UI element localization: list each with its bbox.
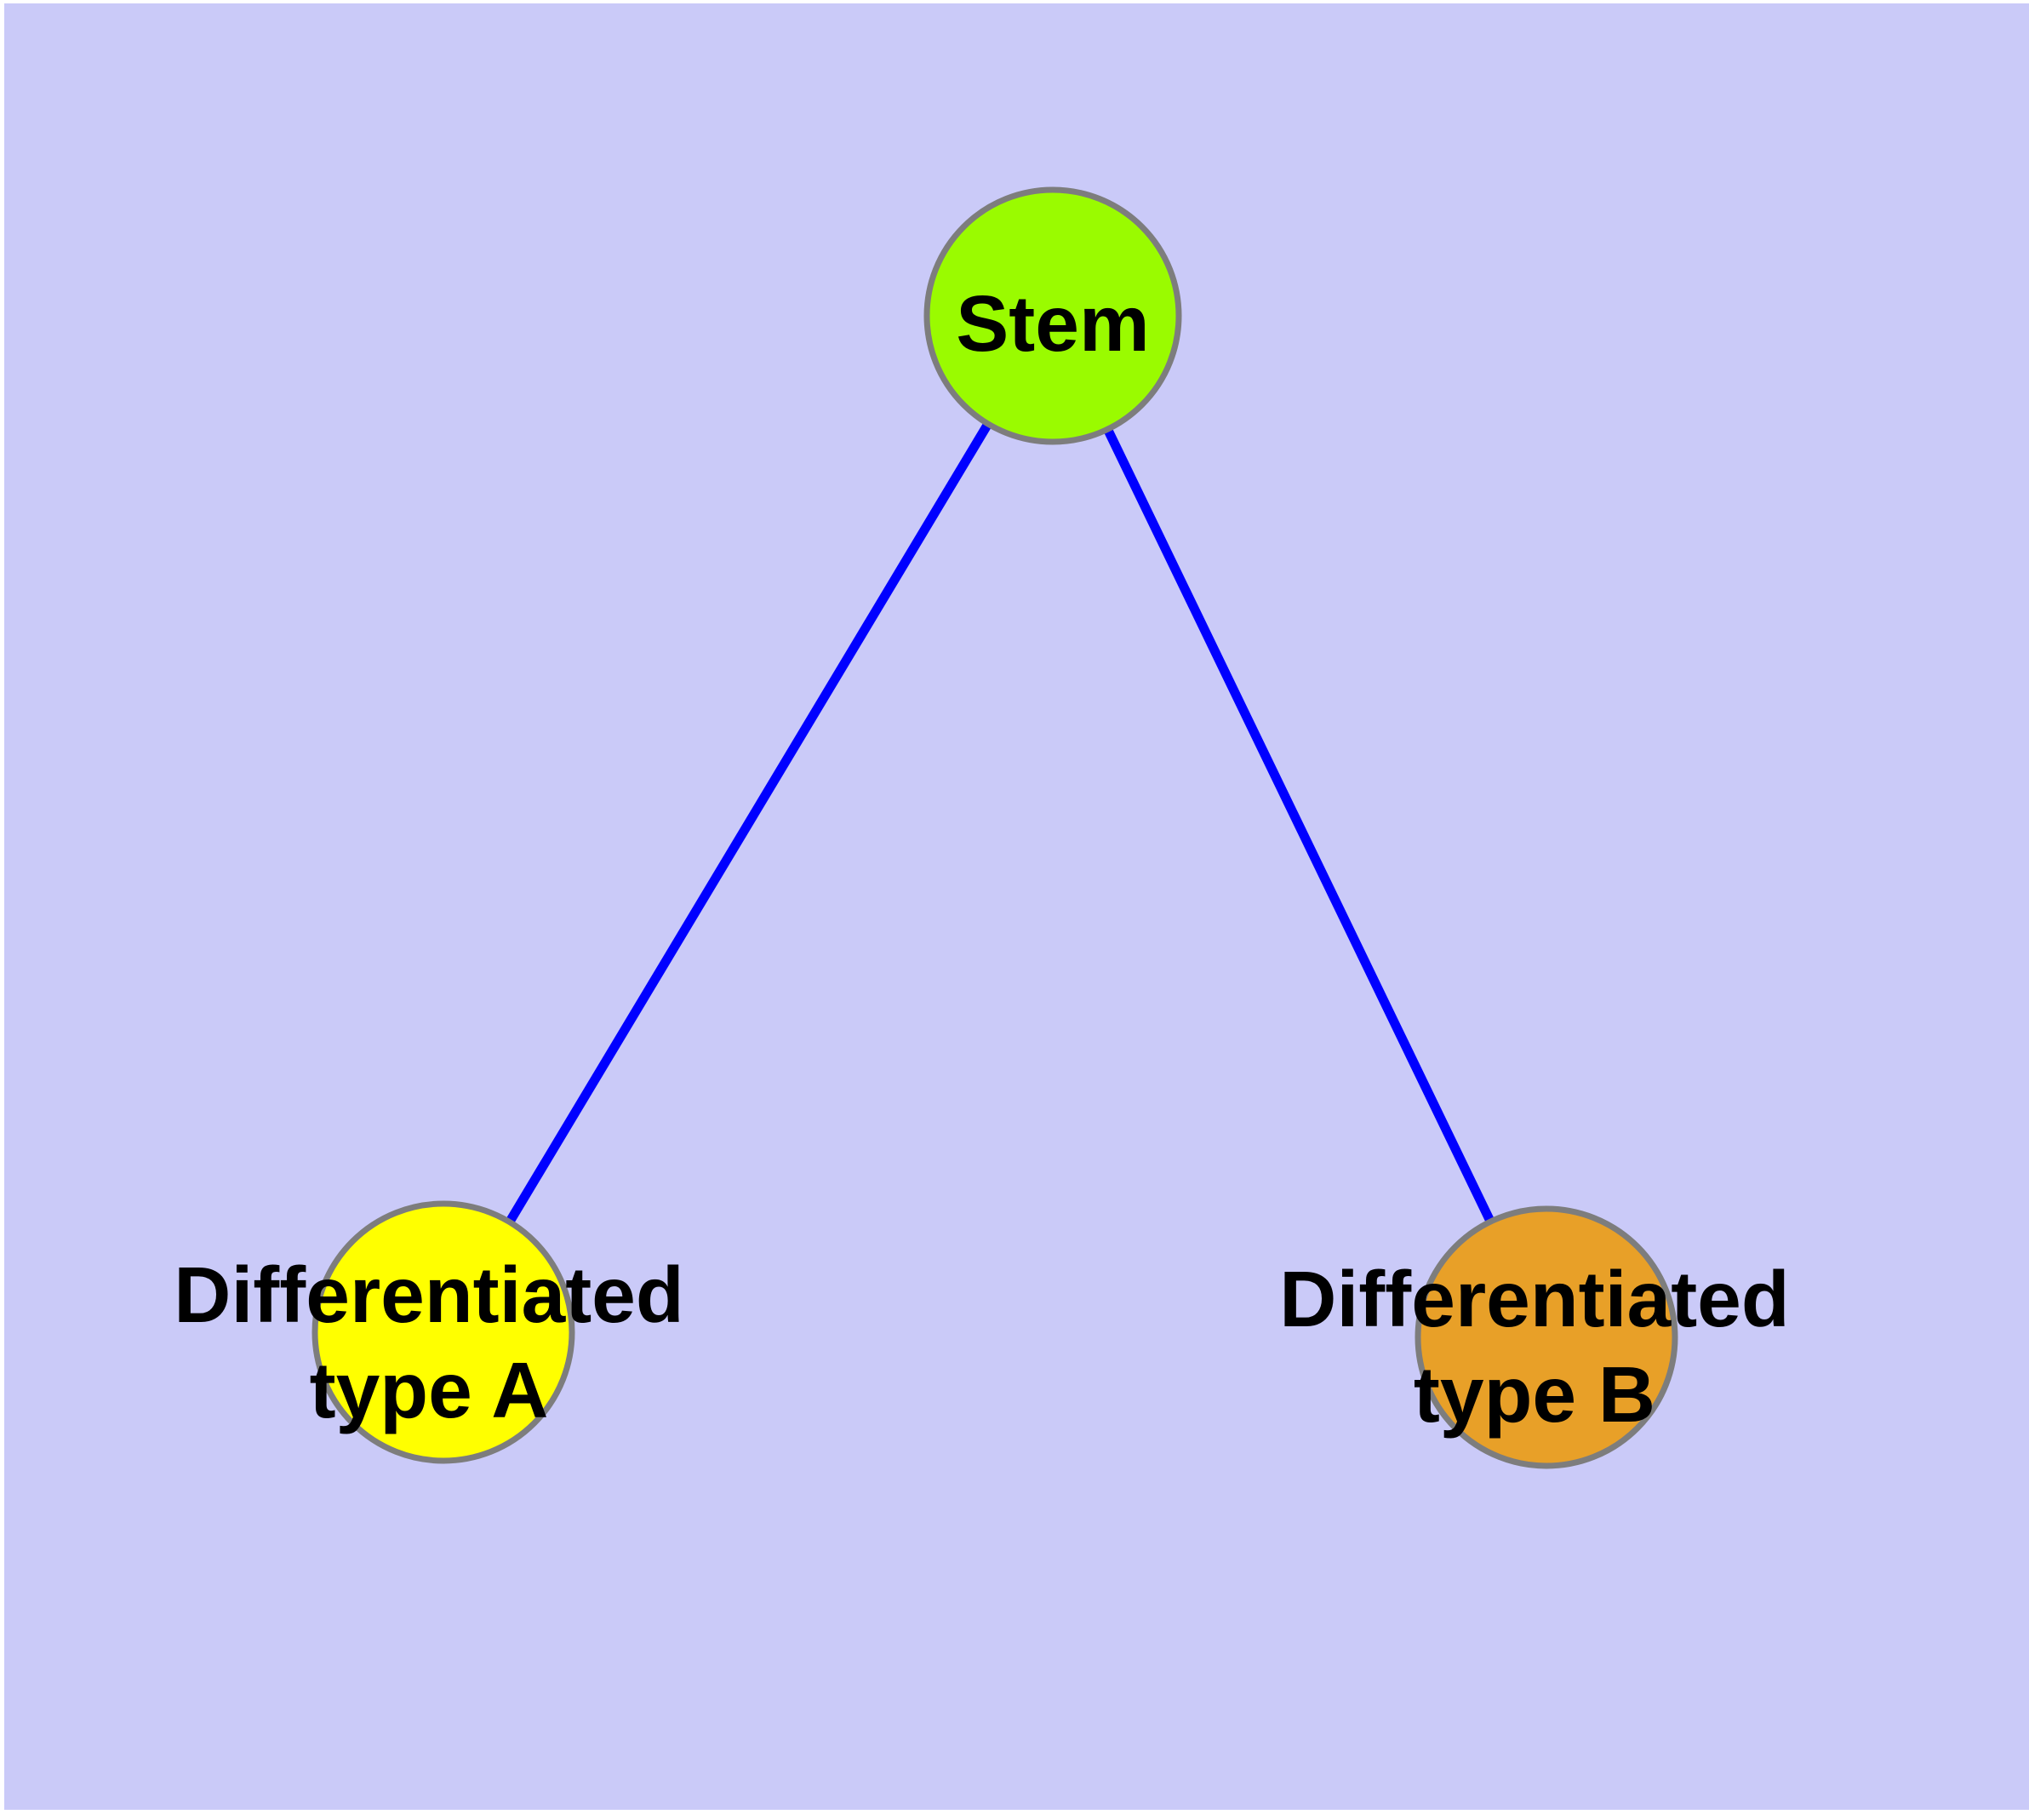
edges [439, 313, 1551, 1340]
node-type-a-label-line-2: type A [310, 1346, 549, 1434]
node-stem[interactable] [923, 186, 1182, 445]
edge-stem-to-type-b[interactable] [1049, 313, 1551, 1340]
node-type-a-label-line-1: Differentiated [174, 1251, 683, 1339]
node-type-b-label-line-1: Differentiated [1279, 1255, 1789, 1343]
node-type-b-label-line-2: type B [1414, 1350, 1655, 1439]
node-differentiated-type-a[interactable] [311, 1200, 575, 1464]
node-differentiated-type-b[interactable] [1415, 1205, 1678, 1469]
node-stem-label: Stem [956, 279, 1149, 368]
nodes [311, 186, 1678, 1469]
node-labels: Stem Differentiated type A Differentiate… [174, 279, 1789, 1439]
edge-stem-to-type-a[interactable] [439, 313, 1057, 1335]
